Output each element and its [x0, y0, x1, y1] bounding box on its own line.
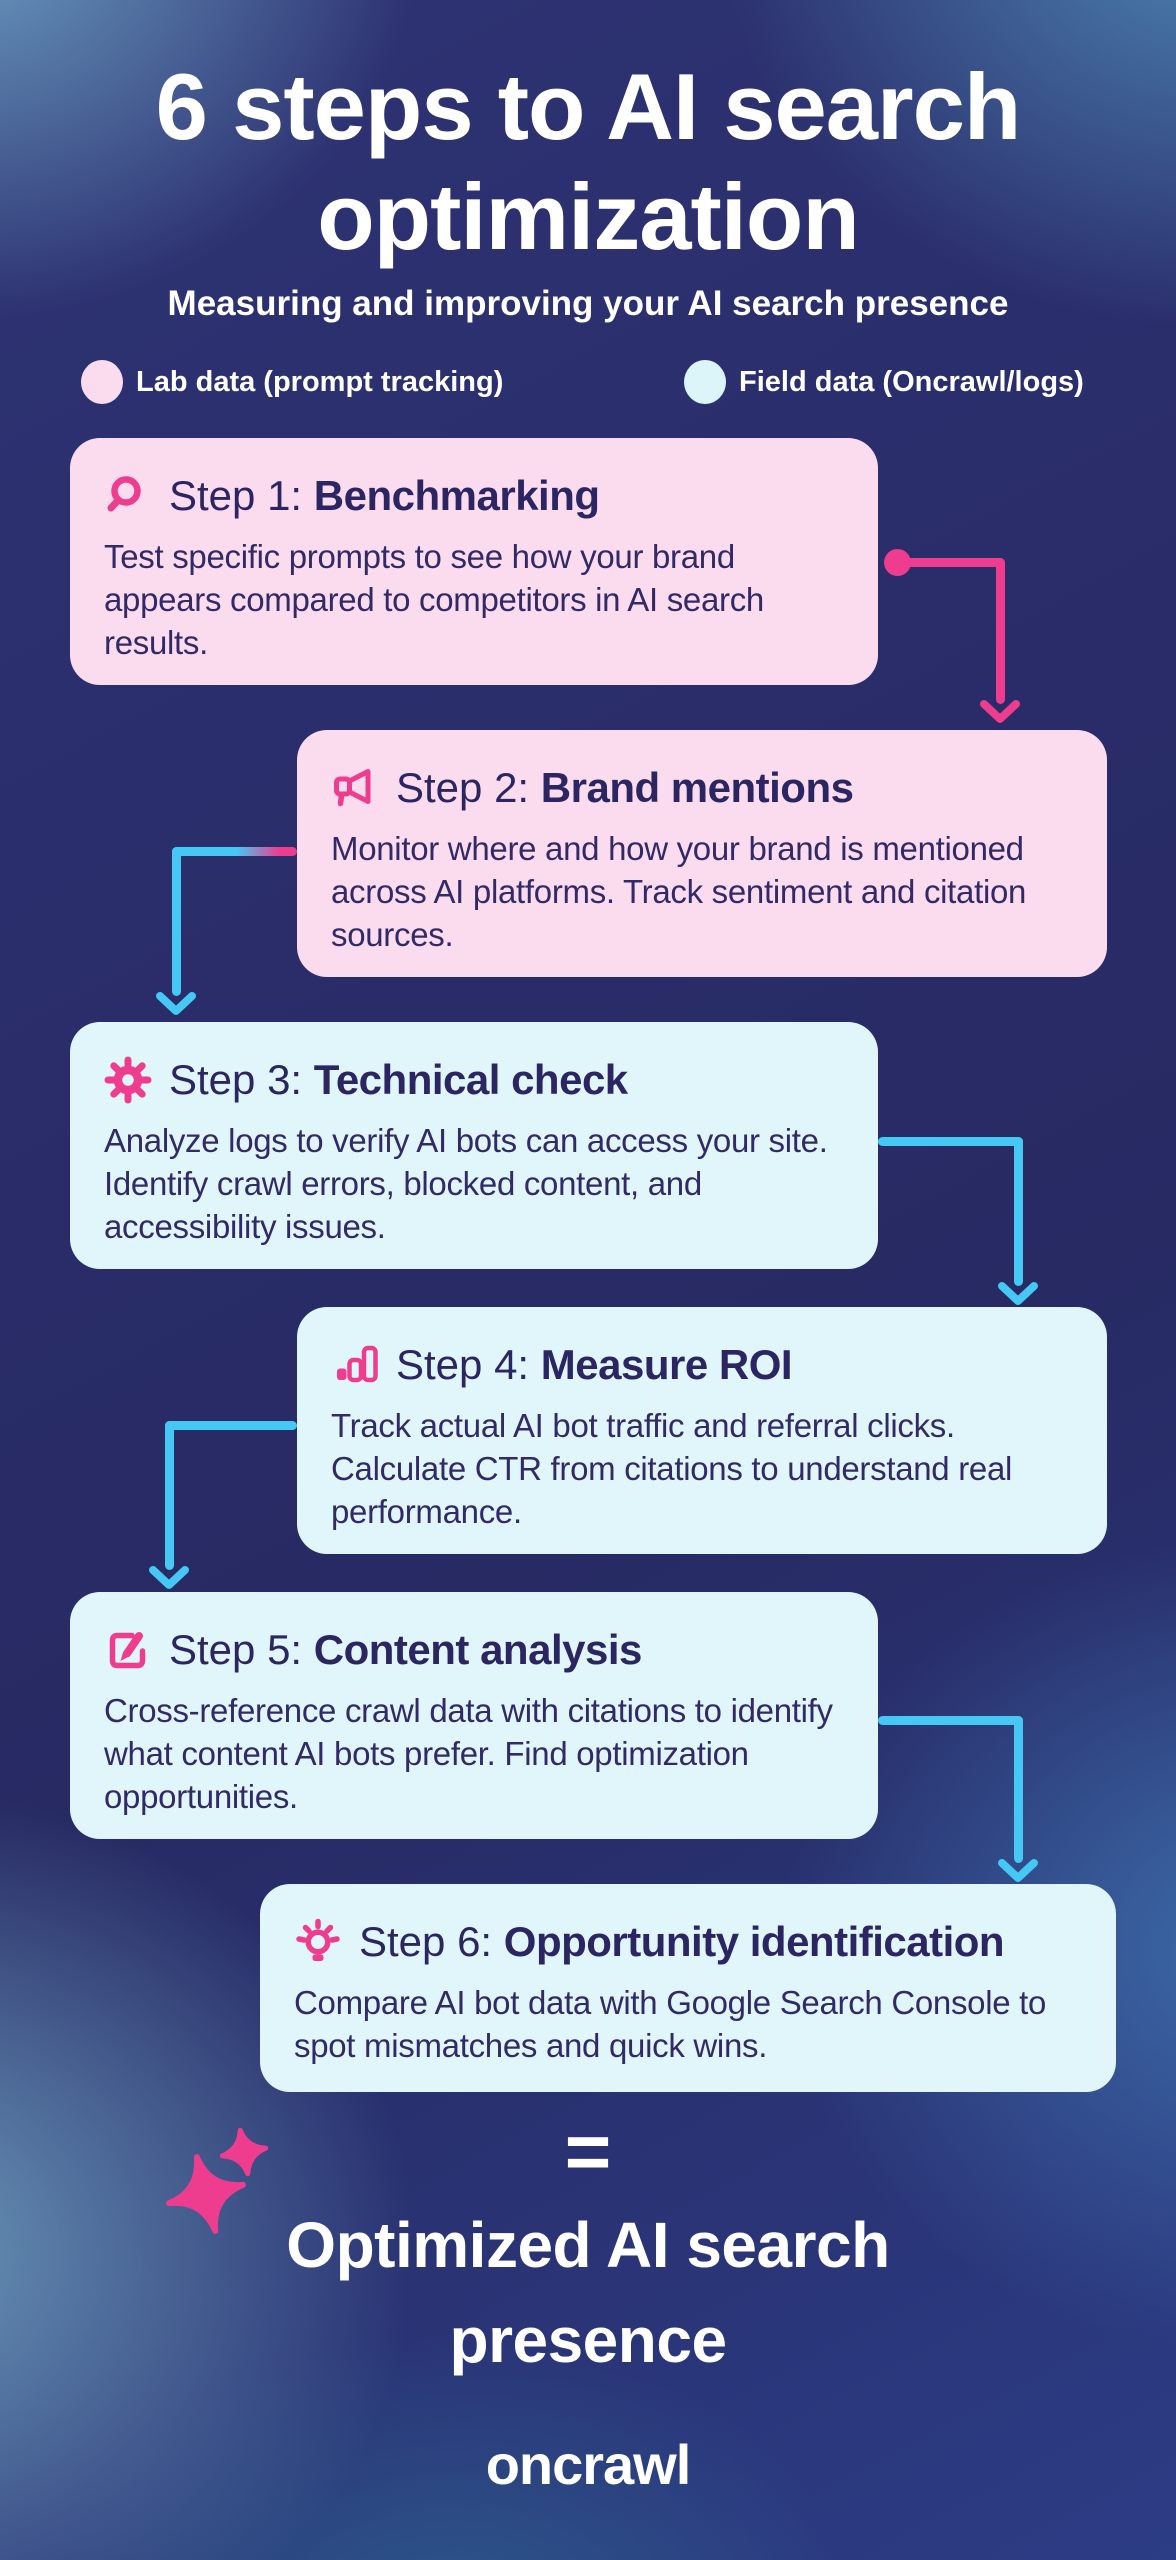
step-card-6: Step 6: Opportunity identification Compa… — [260, 1884, 1116, 2092]
page-subtitle: Measuring and improving your AI search p… — [167, 284, 1009, 323]
sparkle-icon — [156, 2126, 274, 2245]
step-title: Step 4: Measure ROI — [396, 1341, 793, 1389]
arrow-down-icon — [980, 700, 1020, 723]
step-card-4: Step 4: Measure ROI Track actual AI bot … — [297, 1307, 1107, 1554]
step-4-header: Step 4: Measure ROI — [331, 1341, 1071, 1389]
legend-item-field-data: Field data (Oncrawl/logs) — [684, 360, 1084, 404]
step-card-5: Step 5: Content analysis Cross-reference… — [70, 1592, 878, 1839]
lab-data-dot-icon — [81, 360, 123, 404]
page-title: 6 steps to AI search optimization — [0, 52, 1176, 272]
bar-chart-icon — [331, 1341, 379, 1389]
step-title: Step 2: Brand mentions — [396, 764, 854, 812]
step-description: Compare AI bot data with Google Search C… — [294, 1984, 1047, 2064]
step-description: Test specific prompts to see how your br… — [104, 538, 764, 661]
step-card-1: Step 1: Benchmarking Test specific promp… — [70, 438, 878, 685]
step-title: Step 6: Opportunity identification — [359, 1918, 1005, 1966]
step-prefix: Step 4: — [396, 1341, 530, 1388]
magnifier-icon — [104, 472, 152, 520]
equals-sign: = — [564, 2107, 612, 2196]
step-prefix: Step 1: — [169, 472, 303, 519]
step-description: Track actual AI bot traffic and referral… — [331, 1407, 1013, 1530]
step-3-header: Step 3: Technical check — [104, 1056, 842, 1104]
step-title: Step 3: Technical check — [169, 1056, 628, 1104]
step-prefix: Step 2: — [396, 764, 530, 811]
field-data-dot-icon — [684, 360, 726, 404]
step-prefix: Step 3: — [169, 1056, 303, 1103]
megaphone-icon — [331, 764, 379, 812]
arrow-down-icon — [998, 1282, 1038, 1305]
step-prefix: Step 5: — [169, 1626, 303, 1673]
gear-icon — [104, 1056, 152, 1104]
step-6-header: Step 6: Opportunity identification — [294, 1918, 1080, 1966]
step-card-3: Step 3: Technical check Analyze logs to … — [70, 1022, 878, 1269]
oncrawl-logo: oncrawl — [485, 2433, 692, 2496]
step-name: Opportunity identification — [503, 1918, 1005, 1965]
step-description: Cross-reference crawl data with citation… — [104, 1692, 833, 1815]
result-line2: presence — [449, 2304, 727, 2376]
step-name: Measure ROI — [540, 1341, 793, 1388]
step-name: Technical check — [313, 1056, 628, 1103]
step-prefix: Step 6: — [359, 1918, 493, 1965]
legend-item-lab-data: Lab data (prompt tracking) — [81, 360, 503, 404]
step-title: Step 5: Content analysis — [169, 1626, 642, 1674]
arrow-down-icon — [156, 992, 196, 1015]
step-1-header: Step 1: Benchmarking — [104, 472, 842, 520]
step-card-2: Step 2: Brand mentions Monitor where and… — [297, 730, 1107, 977]
step-name: Brand mentions — [540, 764, 854, 811]
arrow-down-icon — [149, 1566, 189, 1589]
step-2-header: Step 2: Brand mentions — [331, 764, 1071, 812]
edit-icon — [104, 1626, 152, 1674]
arrow-down-icon — [998, 1859, 1038, 1882]
legend-label: Field data (Oncrawl/logs) — [739, 365, 1084, 398]
step-name: Content analysis — [313, 1626, 643, 1673]
page-title-line2: optimization — [317, 164, 860, 269]
page-title-line1: 6 steps to AI search — [155, 54, 1022, 159]
legend-label: Lab data (prompt tracking) — [136, 365, 504, 398]
step-description: Analyze logs to verify AI bots can acces… — [104, 1122, 828, 1245]
result-line1: Optimized AI search — [286, 2209, 890, 2281]
step-name: Benchmarking — [313, 472, 600, 519]
step-5-header: Step 5: Content analysis — [104, 1626, 842, 1674]
step-title: Step 1: Benchmarking — [169, 472, 600, 520]
lightbulb-icon — [294, 1918, 342, 1966]
result-text: Optimized AI search presence — [0, 2198, 1176, 2388]
step-description: Monitor where and how your brand is ment… — [331, 830, 1027, 953]
